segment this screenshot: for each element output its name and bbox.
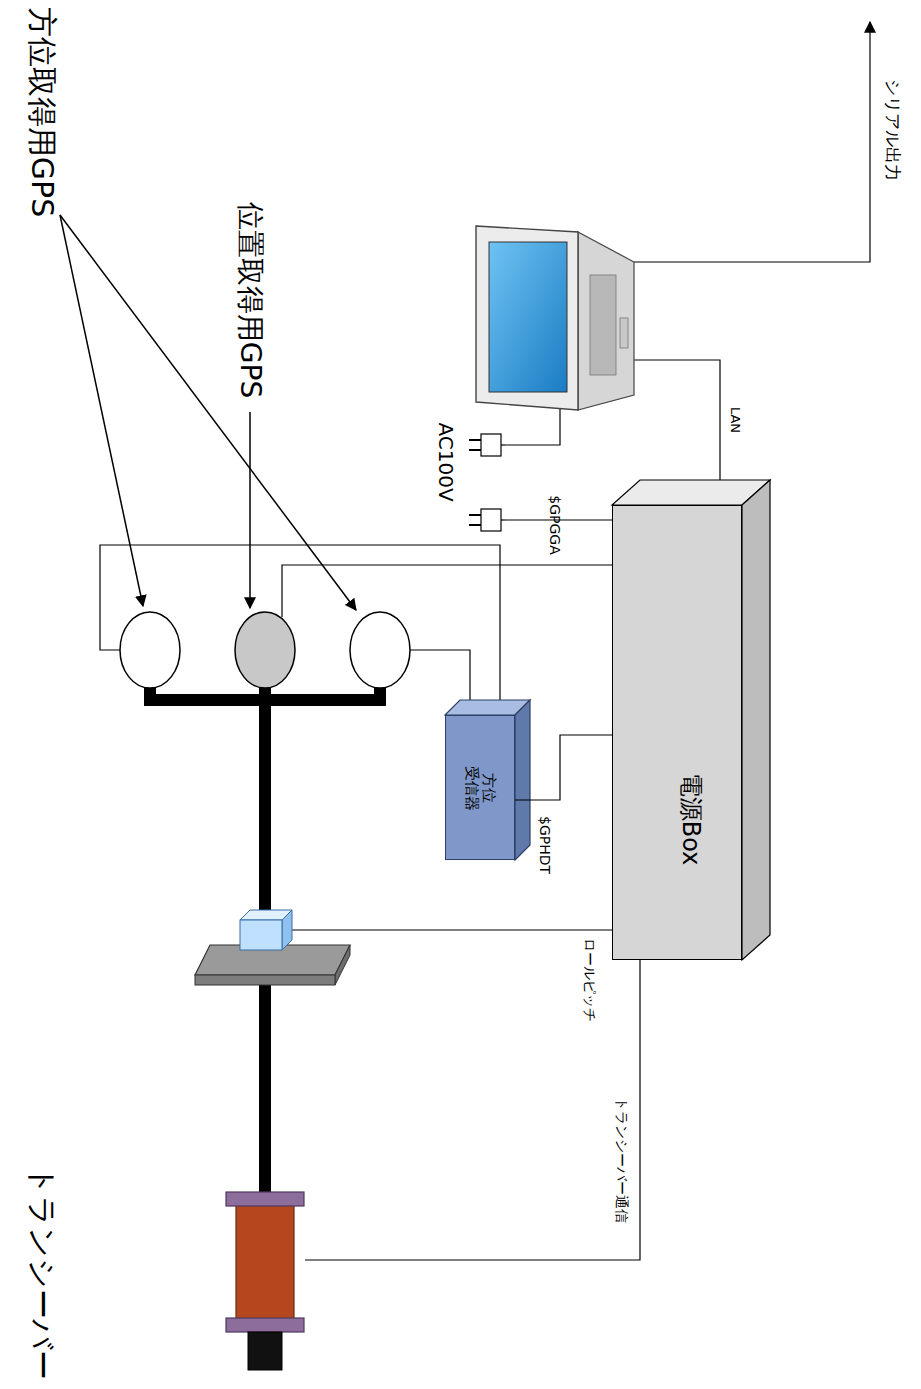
lan-cable — [634, 360, 720, 480]
node-text: 電源Box — [676, 772, 704, 865]
gps-antenna — [120, 612, 180, 688]
node-text: 方位 受信器 — [463, 763, 498, 813]
gps-wire — [100, 545, 500, 700]
receiver-faces — [445, 700, 530, 860]
signal-wire — [515, 735, 612, 800]
roll-pitch-sensor — [240, 910, 292, 950]
output-label: シリアル出力 — [882, 79, 902, 181]
leader-arrow — [249, 412, 251, 608]
signal-name: トランシーバー通信 — [614, 1097, 630, 1223]
power-cord — [505, 408, 560, 445]
gpgga-wire — [282, 565, 612, 617]
receiver-box: 方位 受信器 — [445, 715, 515, 860]
roll-pitch-wire — [287, 929, 612, 930]
serial-output-arrow — [634, 22, 870, 262]
leader-arrows — [60, 215, 356, 610]
wires — [100, 22, 870, 1260]
ac-plug — [469, 509, 505, 531]
signal-name: LAN — [728, 407, 743, 433]
leader-arrow — [60, 215, 356, 610]
gps-antenna — [350, 612, 410, 688]
gps-antenna — [235, 612, 295, 688]
callout-label: 方位取得用GPS — [25, 7, 60, 217]
leader-arrow — [60, 215, 143, 606]
gps-wire — [410, 650, 470, 700]
antenna-mast — [144, 686, 386, 1195]
power-box: 電源Box — [612, 505, 742, 960]
transceiver — [226, 1192, 304, 1370]
signal-name: $GPHDT — [537, 816, 553, 874]
mounting-plate — [195, 945, 350, 985]
laptop — [476, 226, 634, 410]
signal-name: $GPGGA — [547, 495, 563, 554]
ac-plug — [469, 434, 505, 456]
power-box-faces — [612, 480, 770, 960]
callout-label: 位置取得用GPS — [234, 202, 266, 398]
power-label: AC100V — [434, 422, 457, 501]
callout-label: トランシーバー — [25, 1165, 60, 1380]
signal-name: ロールピッチ — [582, 938, 598, 1022]
